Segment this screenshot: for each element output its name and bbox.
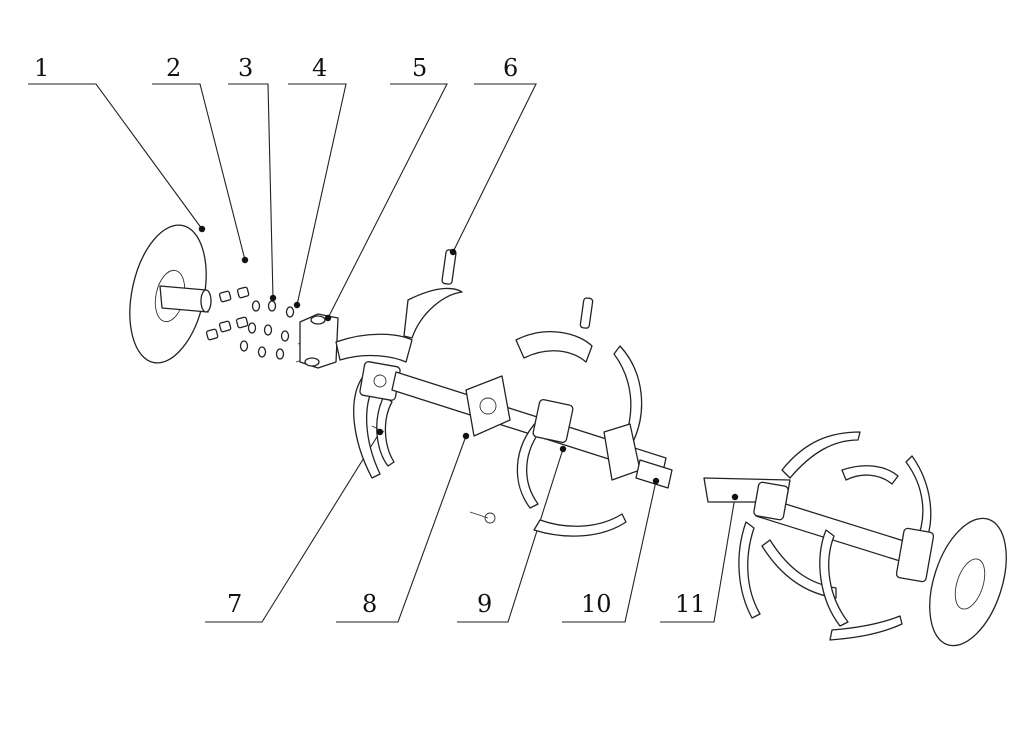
leader-lines (28, 83, 736, 623)
callout-1: 1 (34, 54, 49, 82)
callout-9: 9 (477, 590, 492, 618)
callout-labels: 1 2 3 4 5 6 7 8 9 10 11 (34, 54, 706, 618)
leader-1 (28, 83, 203, 230)
part-dot-10 (652, 477, 660, 485)
leader-10 (562, 480, 657, 623)
leader-7 (205, 431, 381, 623)
callout-8: 8 (362, 590, 377, 618)
callout-5: 5 (412, 54, 427, 82)
leader-2 (152, 83, 246, 261)
callout-10: 10 (581, 590, 612, 618)
part-dot-7 (376, 428, 384, 436)
flange-bracket (299, 313, 339, 369)
leader-3 (228, 83, 274, 299)
locking-pin (441, 248, 594, 329)
tine-set-right (703, 431, 1007, 647)
fastener-set (205, 256, 321, 363)
part-dot-11 (731, 493, 739, 501)
leader-6 (452, 83, 537, 253)
callout-11: 11 (675, 590, 706, 618)
drive-shaft (391, 371, 667, 477)
part-dot-2 (241, 256, 249, 264)
part-dot-5 (324, 314, 332, 322)
part-dot-6 (449, 248, 457, 256)
part-dot-4 (293, 301, 301, 309)
shaft-end (635, 459, 673, 489)
tine-set-center (469, 331, 643, 537)
tine-set-left (335, 287, 463, 479)
callout-3: 3 (238, 54, 253, 82)
leader-5 (327, 83, 448, 319)
callout-4: 4 (312, 54, 327, 82)
callout-6: 6 (503, 54, 518, 82)
part-dot-9 (559, 445, 567, 453)
callout-2: 2 (166, 54, 181, 82)
leader-9 (457, 448, 564, 623)
part-dot-8 (462, 432, 470, 440)
leader-11 (660, 496, 736, 623)
part-dot-1 (198, 225, 206, 233)
leader-4 (288, 83, 347, 306)
callout-7: 7 (227, 590, 242, 618)
part-dot-3 (269, 294, 277, 302)
leader-8 (336, 435, 467, 623)
left-guard-disc (129, 224, 212, 364)
